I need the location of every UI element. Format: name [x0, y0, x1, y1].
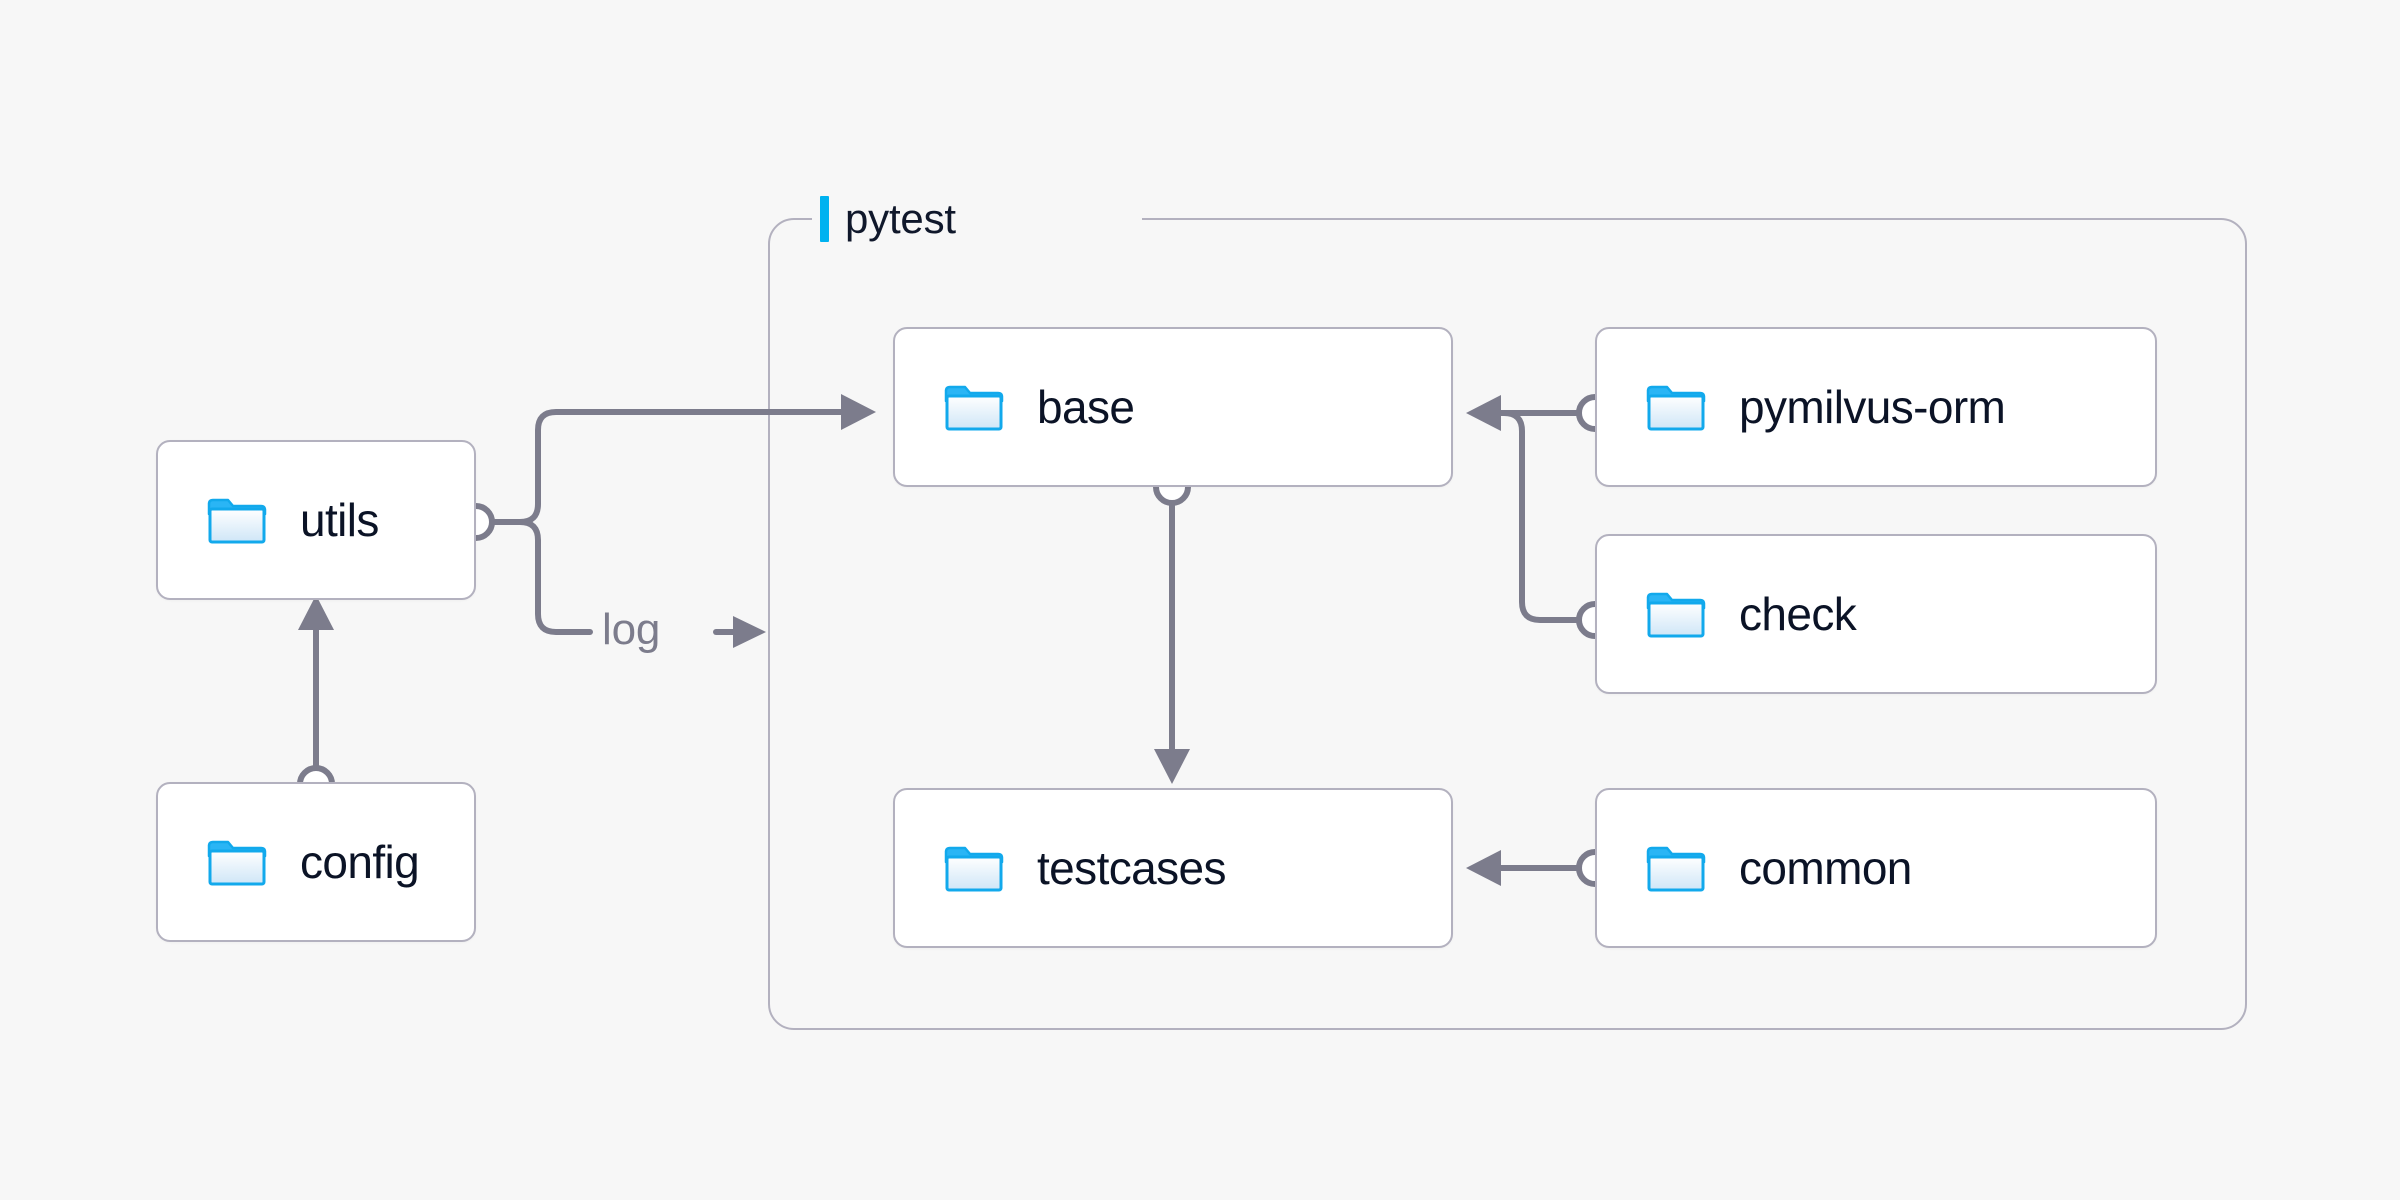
group-title-mask [812, 214, 1142, 222]
node-config[interactable]: config [156, 782, 476, 942]
group-accent-bar [820, 196, 829, 242]
pytest-group-container [768, 218, 2247, 1030]
node-label: config [300, 836, 420, 888]
arrowhead-config-to-utils [298, 595, 334, 630]
folder-icon [943, 842, 1005, 894]
folder-icon [1645, 588, 1707, 640]
folder-icon [206, 494, 268, 546]
group-title: pytest [820, 195, 966, 243]
node-testcases[interactable]: testcases [893, 788, 1453, 948]
folder-icon [206, 836, 268, 888]
node-label: check [1739, 588, 1857, 640]
folder-icon [943, 381, 1005, 433]
node-label: pymilvus-orm [1739, 381, 2006, 433]
node-label: base [1037, 381, 1135, 433]
node-pymilvus-orm[interactable]: pymilvus-orm [1595, 327, 2157, 487]
node-label: utils [300, 494, 379, 546]
group-title-label: pytest [845, 195, 956, 242]
arrowhead-log-to-pytest [733, 616, 766, 648]
edge-label-log-text: log [602, 605, 661, 654]
edge-utils-to-log [489, 519, 593, 635]
node-common[interactable]: common [1595, 788, 2157, 948]
node-base[interactable]: base [893, 327, 1453, 487]
edge-label-log: log [602, 608, 660, 652]
node-check[interactable]: check [1595, 534, 2157, 694]
folder-icon [1645, 842, 1707, 894]
node-label: testcases [1037, 842, 1227, 894]
folder-icon [1645, 381, 1707, 433]
node-label: common [1739, 842, 1912, 894]
node-utils[interactable]: utils [156, 440, 476, 600]
